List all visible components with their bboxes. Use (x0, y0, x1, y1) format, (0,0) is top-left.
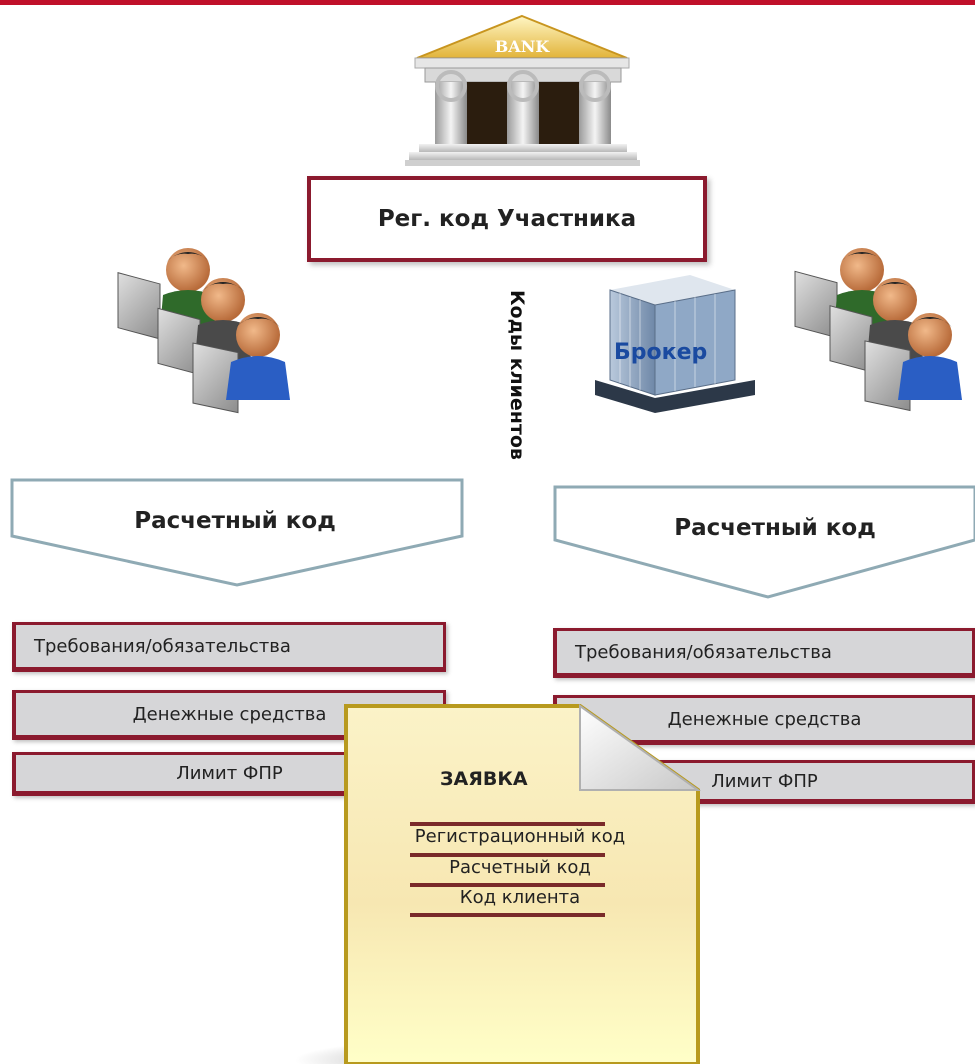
right-cash-label: Денежные средства (667, 708, 862, 730)
participant-code-label: Рег. код Участника (377, 206, 637, 232)
top-accent-bar (0, 0, 975, 5)
left-settlement-label: Расчетный код (134, 508, 336, 534)
participant-code-box: Рег. код Участника (307, 176, 707, 262)
users-group-icon (794, 248, 962, 412)
divider-bar (410, 822, 605, 826)
left-limit-label: Лимит ФПР (176, 762, 283, 784)
left-claims-label: Требования/обязательства (34, 635, 291, 657)
right-claims-box: Требования/обязательства (553, 628, 975, 678)
divider-bar (410, 883, 605, 887)
order-document-icon (295, 704, 702, 1064)
bank-icon: BANK (405, 14, 640, 166)
divider-bar (410, 913, 605, 917)
right-limit-label: Лимит ФПР (711, 770, 818, 792)
order-line-settlement-code: Расчетный код (449, 857, 591, 878)
left-cash-label: Денежные средства (132, 703, 327, 725)
broker-label: Брокер (614, 340, 708, 365)
office-building-icon (595, 275, 755, 413)
bank-sign: BANK (495, 37, 551, 56)
right-claims-label: Требования/обязательства (575, 641, 832, 663)
order-line-reg-code: Регистрационный код (414, 826, 626, 847)
order-title: ЗАЯВКА (440, 768, 528, 790)
users-group-icon (117, 248, 290, 414)
divider-bar (410, 853, 605, 857)
client-codes-label: Коды клиентов (506, 290, 528, 460)
right-settlement-label: Расчетный код (674, 515, 876, 541)
left-claims-box: Требования/обязательства (12, 622, 446, 672)
settlement-chevron-left (10, 478, 464, 587)
order-line-client-code: Код клиента (459, 887, 581, 908)
settlement-chevron-right (553, 485, 975, 599)
